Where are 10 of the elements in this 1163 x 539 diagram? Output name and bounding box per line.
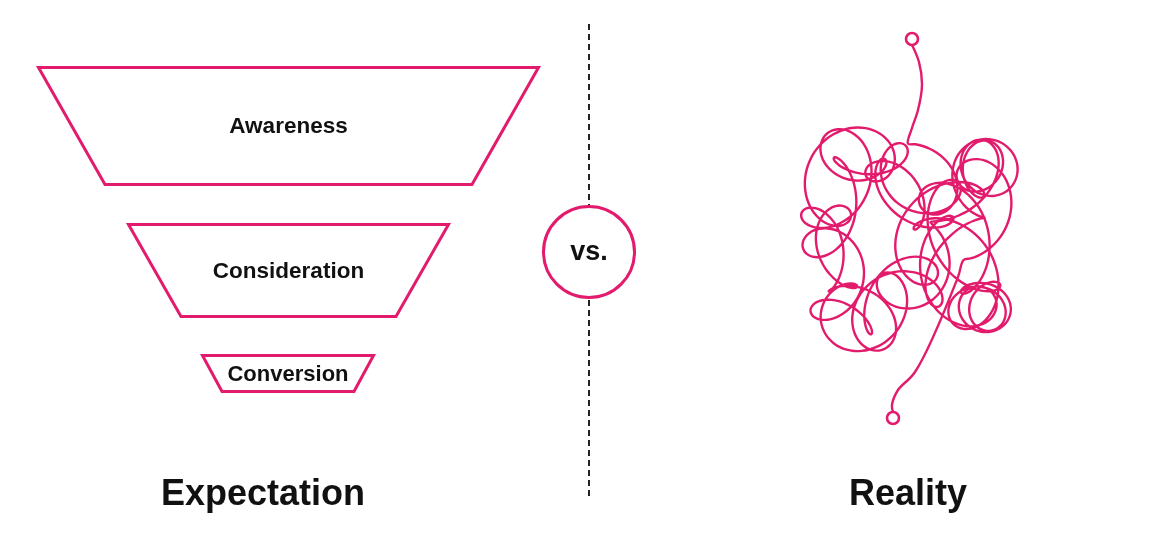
stage-label: Awareness xyxy=(229,113,348,139)
vs-label: vs. xyxy=(570,236,608,268)
stage-label: Conversion xyxy=(227,360,349,387)
heading: Expectation xyxy=(161,472,365,514)
funnel-stage xyxy=(127,223,450,318)
stage-label: Consideration xyxy=(212,257,365,284)
funnel-stage xyxy=(201,354,375,393)
vs-circle xyxy=(542,205,636,299)
funnel-stage xyxy=(37,66,540,186)
heading: Reality xyxy=(848,472,968,514)
